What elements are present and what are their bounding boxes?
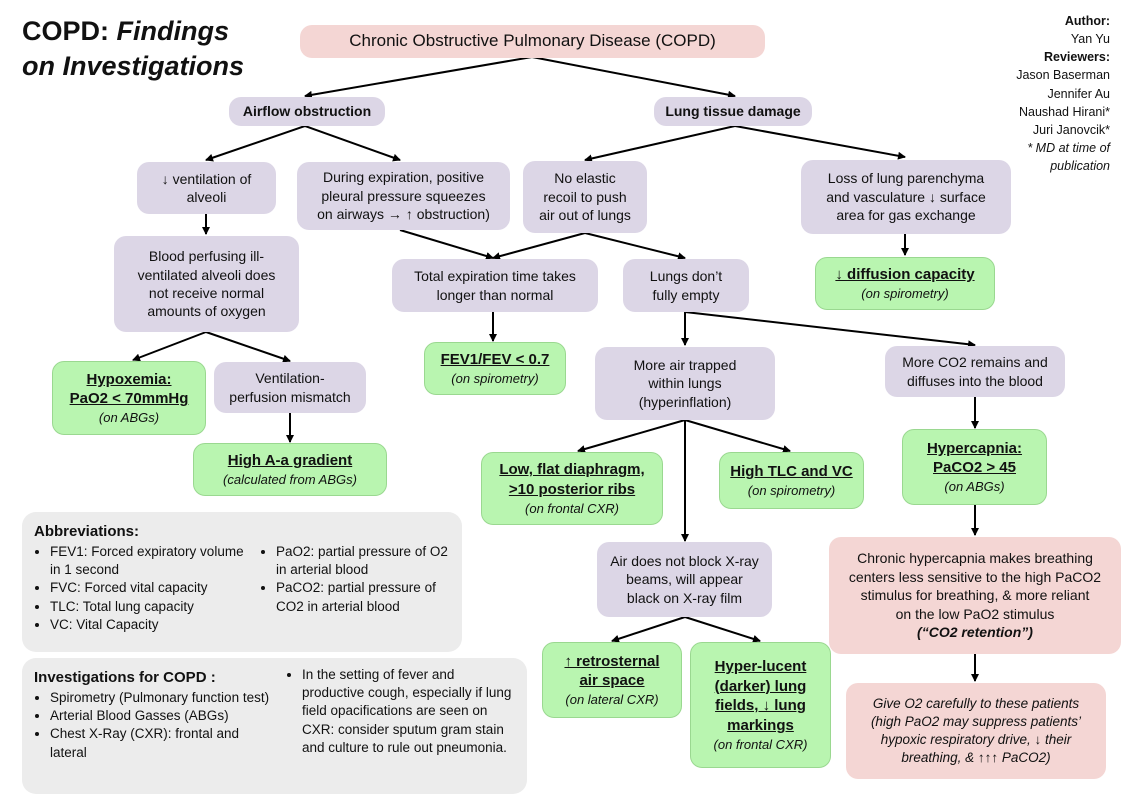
- investigation-item: Chest X-Ray (CXR): frontal and lateral: [50, 725, 270, 761]
- investigation-note: In the setting of fever and productive c…: [302, 666, 518, 757]
- reviewer-name: Naushad Hirani*: [1018, 104, 1110, 119]
- abbreviation-item: FEV1: Forced expiratory volume in 1 seco…: [50, 543, 254, 579]
- node-give-o2-carefully: Give O2 carefully to these patients(high…: [846, 683, 1106, 779]
- finding-aa-gradient: High A-a gradient (calculated from ABGs): [193, 443, 387, 496]
- author-label: Author:: [1064, 14, 1110, 28]
- credits: Author: Yan Yu Reviewers: Jason Baserman…: [1016, 12, 1110, 175]
- node-copd: Chronic Obstructive Pulmonary Disease (C…: [300, 25, 765, 58]
- finding-hypoxemia: Hypoxemia: PaO2 < 70mmHg (on ABGs): [52, 361, 206, 435]
- reviewers-label: Reviewers:: [1043, 50, 1110, 65]
- abbreviation-item: VC: Vital Capacity: [50, 616, 254, 634]
- abbreviation-item: FVC: Forced vital capacity: [50, 579, 254, 597]
- finding-high-tlc-vc: High TLC and VC (on spirometry): [719, 452, 864, 509]
- abbreviation-item: PaCO2: partial pressure of CO2 in arteri…: [276, 579, 456, 615]
- node-airflow-obstruction: Airflow obstruction: [229, 97, 385, 126]
- abbreviation-item: PaO2: partial pressure of O2 in arterial…: [276, 543, 456, 579]
- finding-hyperlucent-fields: Hyper-lucent (darker) lung fields, ↓ lun…: [690, 642, 831, 768]
- abbreviations-heading: Abbreviations:: [34, 523, 140, 540]
- finding-retrosternal-air: ↑ retrosternal air space (on lateral CXR…: [542, 642, 682, 718]
- reviewer-name: Jennifer Au: [1047, 86, 1110, 101]
- reviewer-name: Jason Baserman: [1016, 68, 1110, 83]
- finding-hypercapnia: Hypercapnia: PaCO2 > 45 (on ABGs): [902, 429, 1047, 505]
- node-lung-tissue-damage: Lung tissue damage: [654, 97, 812, 126]
- abbreviation-item: TLC: Total lung capacity: [50, 598, 254, 616]
- investigation-item: Arterial Blood Gasses (ABGs): [50, 707, 270, 725]
- abbreviations-panel: Abbreviations: FEV1: Forced expiratory v…: [22, 512, 462, 652]
- finding-flat-diaphragm: Low, flat diaphragm, >10 posterior ribs …: [481, 452, 663, 525]
- investigations-heading: Investigations for COPD :: [34, 669, 216, 686]
- finding-diffusion-capacity: ↓ diffusion capacity (on spirometry): [815, 257, 995, 310]
- page-title: COPD: Findings on Investigations: [22, 16, 245, 82]
- finding-fev-ratio: FEV1/FEV < 0.7 (on spirometry): [424, 342, 566, 395]
- reviewer-name: Juri Janovcik*: [1032, 122, 1110, 137]
- investigation-item: Spirometry (Pulmonary function test): [50, 689, 270, 707]
- node-blood-perfusing: Blood perfusing ill-ventilated alveoli d…: [114, 236, 299, 332]
- author-name: Yan Yu: [1070, 32, 1110, 47]
- investigations-panel: Investigations for COPD : Spirometry (Pu…: [22, 658, 527, 794]
- node-vq-mismatch: Ventilation-perfusion mismatch: [214, 362, 366, 413]
